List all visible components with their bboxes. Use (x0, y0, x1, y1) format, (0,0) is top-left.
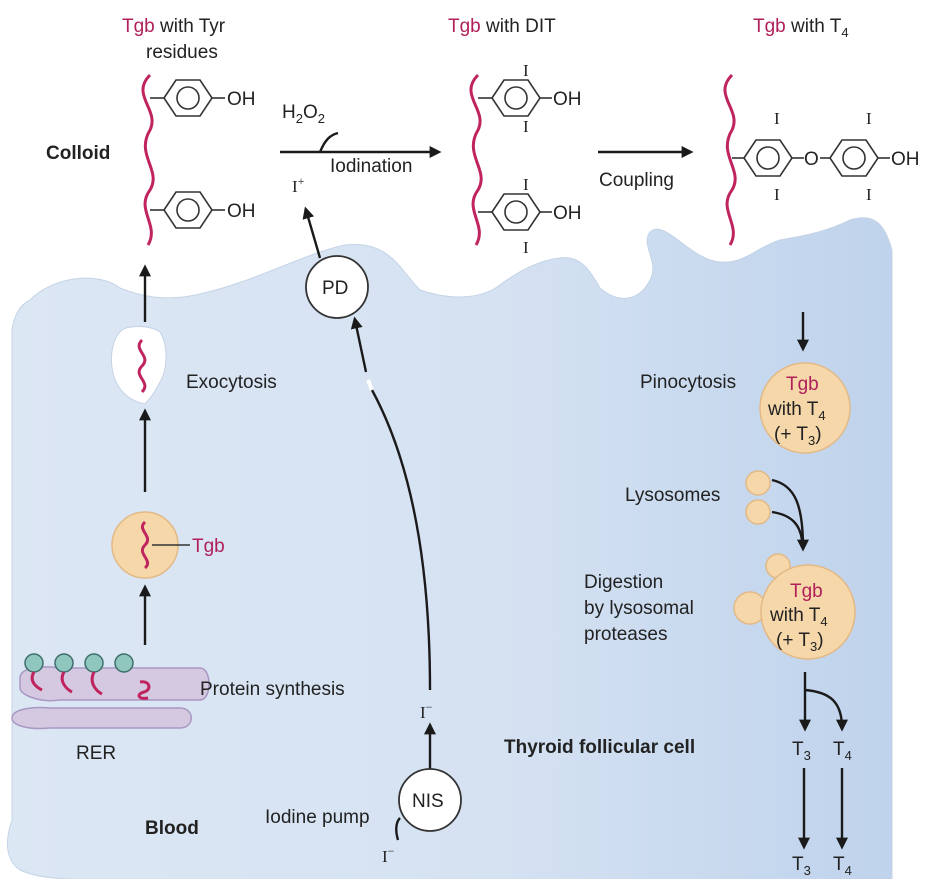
vesicle-plus-t3-label: (+ T3) (774, 424, 822, 448)
iodine-atom: I (523, 61, 529, 80)
lysosome (745, 470, 771, 496)
lysosome (745, 499, 771, 525)
tyrosine-residue-1: OH (150, 79, 256, 117)
digestion-vesicle: Tgb with T4 (+ T3) (733, 553, 856, 660)
digestion-label-line2: by lysosomal (584, 598, 694, 619)
iodine-atom: I (523, 238, 529, 257)
iodide-label-blood: I− (382, 844, 395, 866)
exocytosis-pocket (111, 326, 167, 405)
tgb-vesicle: Tgb (111, 511, 225, 579)
oh-group: OH (227, 89, 256, 110)
h2o2-label: H2O2 (282, 102, 325, 126)
t3-blood-label: T3 (792, 854, 811, 878)
ribosome (114, 653, 134, 673)
tgb-with-tyr-label: Tgb with Tyr (122, 16, 226, 37)
iodide-transport-arrow (370, 389, 432, 691)
blood-label: Blood (145, 818, 199, 839)
oh-group: OH (227, 201, 256, 222)
ribosome (54, 653, 74, 673)
iodine-atom: I (774, 109, 780, 128)
oh-group: OH (891, 149, 920, 170)
vesicle-with-t4-label: with T4 (767, 399, 826, 423)
thyroxine-residue: O OH I I I I (732, 109, 920, 204)
iodine-cation-label: I+ (292, 174, 305, 196)
pinocytosis-label: Pinocytosis (640, 372, 736, 393)
diiodotyrosine-residue-1: OH I I (478, 61, 582, 136)
oh-group: OH (553, 89, 582, 110)
oh-group: OH (553, 203, 582, 224)
iodide-influx-arrow (395, 817, 401, 841)
ribosome (24, 653, 44, 673)
vesicle-tgb-label: Tgb (790, 581, 823, 602)
thyroid-follicular-cell-body (7, 217, 893, 879)
pinocytosis-vesicle: Tgb with T4 (+ T3) (759, 362, 851, 454)
coupling-label: Coupling (599, 170, 674, 191)
tgb-with-t4-label: Tgb with T4 (753, 16, 849, 40)
protein-synthesis-label: Protein synthesis (200, 679, 345, 700)
tgb-t4-chain (723, 73, 737, 246)
colloid-label: Colloid (46, 143, 110, 164)
exocytosis-label: Exocytosis (186, 372, 277, 393)
iodide-label-inside: I− (420, 700, 433, 722)
t4-release-arrow (804, 688, 848, 732)
diiodotyrosine-residue-2: OH I I (478, 175, 582, 257)
iodine-atom: I (774, 185, 780, 204)
pd-node: PD (305, 255, 369, 319)
digestion-label-line3: proteases (584, 624, 667, 645)
vesicle-plus-t3-label: (+ T3) (776, 630, 824, 654)
vesicle-with-t4-label: with T4 (769, 605, 828, 629)
pd-label: PD (322, 278, 348, 299)
nis-label: NIS (412, 791, 444, 812)
lysosome-fusion-arrow (771, 478, 809, 552)
digestion-label-line1: Digestion (584, 572, 663, 593)
pd-to-iodination-arrow (302, 206, 322, 259)
iodine-pump-label: Iodine pump (265, 807, 370, 828)
iodine-atom: I (866, 109, 872, 128)
ether-oxygen: O (804, 149, 819, 170)
t4-intracellular-label: T4 (833, 739, 852, 763)
iodine-atom: I (866, 185, 872, 204)
tyrosine-residue-2: OH (150, 191, 256, 229)
t4-blood-label: T4 (833, 854, 852, 878)
exocytosis-tgb-chain (137, 338, 147, 394)
t3-intracellular-label: T3 (792, 739, 811, 763)
tgb-with-dit-label: Tgb with DIT (448, 16, 556, 37)
thyroid-follicular-cell-label: Thyroid follicular cell (504, 737, 695, 758)
rer-label: RER (76, 743, 116, 764)
lysosomes-label: Lysosomes (625, 485, 720, 506)
tgb-tyr-chain (141, 73, 155, 246)
tgb-dit-chain (469, 73, 483, 246)
vesicle-tgb-label: Tgb (786, 374, 819, 395)
iodine-atom: I (523, 175, 529, 194)
ribosome (84, 653, 104, 673)
iodination-label: Iodination (330, 156, 412, 177)
nis-node: NIS (398, 768, 462, 832)
tgb-with-tyr-label-line2: residues (146, 42, 218, 63)
rough-endoplasmic-reticulum (11, 653, 210, 730)
iodine-atom: I (523, 117, 529, 136)
tgb-vesicle-label: Tgb (192, 536, 225, 557)
